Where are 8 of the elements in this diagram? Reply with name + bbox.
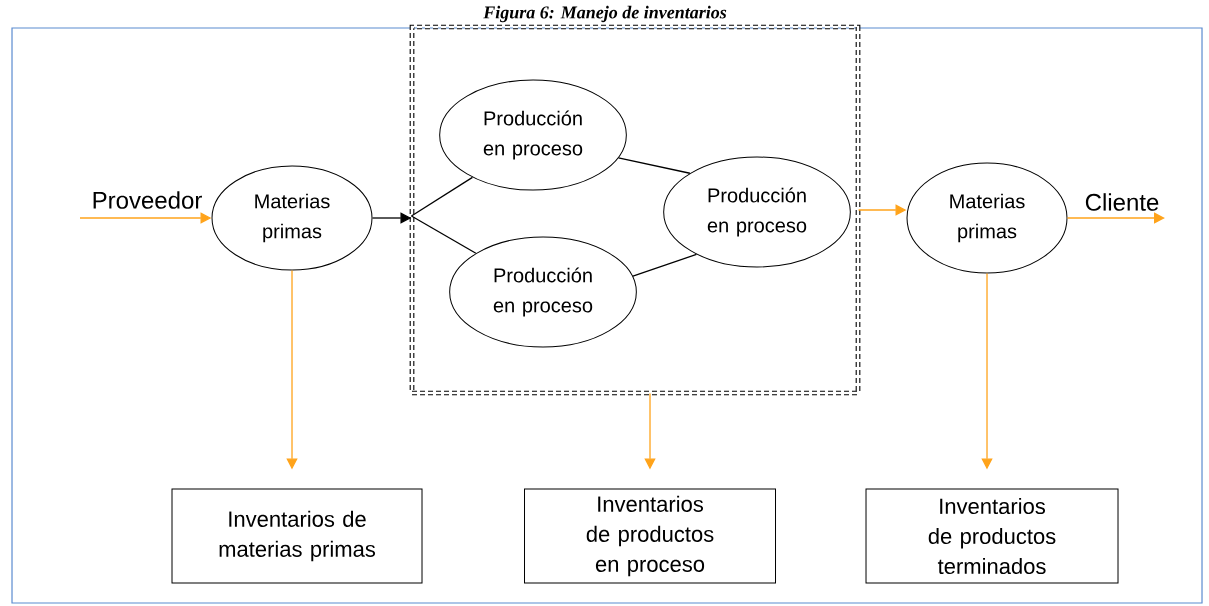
edge-label: Cliente	[1083, 192, 1161, 212]
edge-label: Proveedor	[90, 190, 204, 210]
dashed-box	[409, 24, 861, 396]
inventory-box: Inventarios de productos terminados	[865, 488, 1119, 584]
figure-title: Figura 6: Manejo de inventarios	[483, 5, 727, 23]
arrow	[1066, 212, 1165, 224]
inventory-box: Inventarios de productos en proceso	[524, 488, 776, 584]
inventory-box: Inventarios de materias primas	[171, 488, 423, 584]
